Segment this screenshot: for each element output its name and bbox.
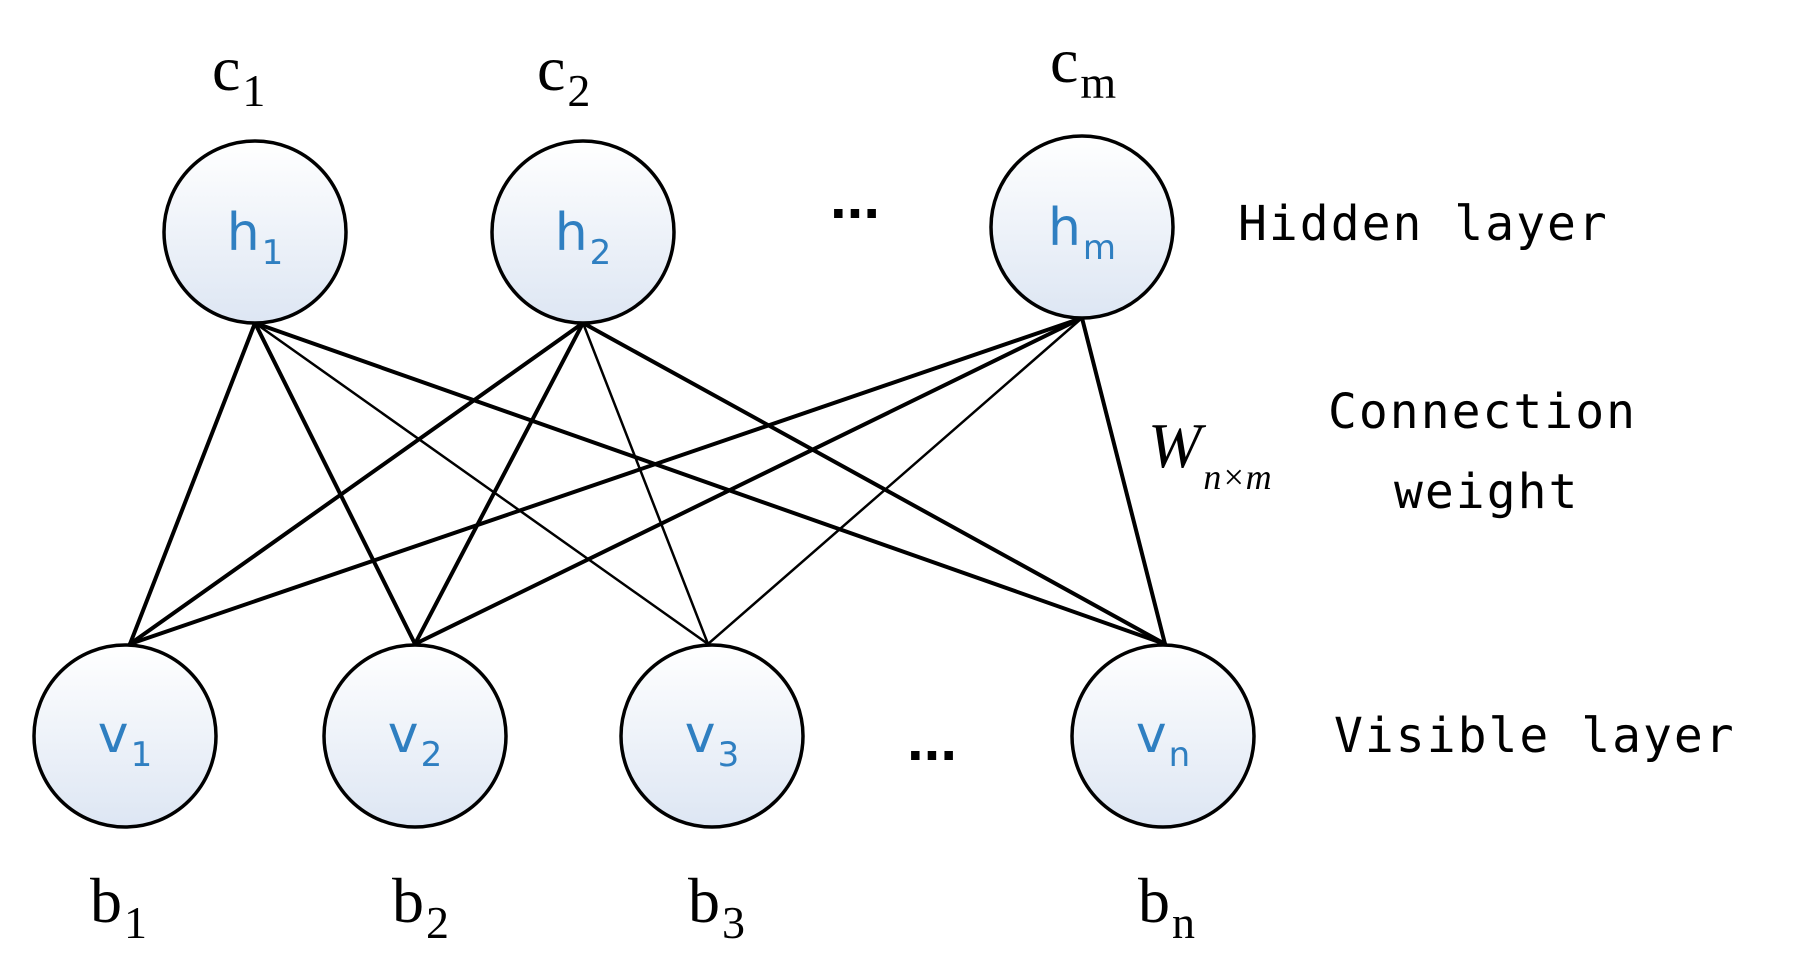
edge-h2-v2 xyxy=(413,321,585,646)
hidden-node-2: h2 xyxy=(490,139,676,325)
visible-bias-n-sub: n xyxy=(1172,897,1195,948)
visible-bias-2: b xyxy=(392,865,424,936)
visible-node-n-name: v xyxy=(1136,705,1167,765)
visible-layer-label: Visible layer xyxy=(1334,708,1736,764)
connection-label-line2: weight xyxy=(1394,464,1579,520)
hidden-node-2-sub: 2 xyxy=(590,233,612,273)
hidden-layer-label: Hidden layer xyxy=(1238,196,1609,252)
edge-h1-v2 xyxy=(253,321,417,646)
svg-text:h2: h2 xyxy=(555,203,612,273)
edge-hm-v1 xyxy=(128,316,1084,646)
visible-bias-3: b xyxy=(688,865,720,936)
visible-node-3-name: v xyxy=(685,705,716,765)
visible-node-n: vn xyxy=(1070,643,1256,829)
hidden-layer: h1 h2 hm ... xyxy=(162,134,1175,325)
visible-node-1-name: v xyxy=(98,705,129,765)
visible-bias-n: b xyxy=(1138,865,1170,936)
visible-node-1-sub: 1 xyxy=(131,735,153,775)
svg-text:v2: v2 xyxy=(388,705,442,775)
hidden-bias-m: c xyxy=(1050,25,1078,96)
visible-biases: b1 b2 b3 bn xyxy=(90,865,1195,948)
visible-node-n-sub: n xyxy=(1169,735,1191,775)
edge-h2-v3 xyxy=(581,321,710,646)
svg-text:c2: c2 xyxy=(537,33,590,116)
visible-node-1: v1 xyxy=(32,643,218,829)
edge-h2-v1 xyxy=(128,321,585,646)
edge-hm-vn xyxy=(1080,316,1167,646)
connection-label-line1: Connection xyxy=(1328,384,1637,440)
weight-symbol: Wn×m xyxy=(1148,410,1272,497)
svg-text:vn: vn xyxy=(1136,705,1190,775)
svg-text:v3: v3 xyxy=(685,705,739,775)
svg-text:h1: h1 xyxy=(227,203,284,273)
hidden-node-1-sub: 1 xyxy=(262,233,284,273)
visible-bias-3-sub: 3 xyxy=(722,897,745,948)
hidden-bias-1-sub: 1 xyxy=(242,65,265,116)
hidden-node-2-name: h xyxy=(555,203,588,263)
svg-text:hm: hm xyxy=(1048,198,1116,268)
svg-text:c1: c1 xyxy=(212,33,265,116)
hidden-bias-2: c xyxy=(537,33,565,104)
svg-text:b1: b1 xyxy=(90,865,147,948)
svg-text:b2: b2 xyxy=(392,865,449,948)
svg-text:v1: v1 xyxy=(98,705,152,775)
hidden-node-1: h1 xyxy=(162,139,348,325)
weight-symbol-subscript: n×m xyxy=(1203,457,1271,497)
edge-h1-v1 xyxy=(128,321,257,646)
visible-node-3-sub: 3 xyxy=(718,735,740,775)
svg-text:b3: b3 xyxy=(688,865,745,948)
visible-layer: v1 v2 v3 vn ... xyxy=(32,643,1256,829)
hidden-node-m: hm xyxy=(989,134,1175,320)
hidden-node-1-name: h xyxy=(227,203,260,263)
visible-node-2-sub: 2 xyxy=(421,735,443,775)
svg-text:cm: cm xyxy=(1050,25,1116,108)
visible-node-2-name: v xyxy=(388,705,419,765)
edge-h1-vn xyxy=(253,321,1167,646)
edge-h1-v3 xyxy=(253,321,710,646)
hidden-node-m-name: h xyxy=(1048,198,1081,258)
edge-h2-vn xyxy=(581,321,1167,646)
visible-node-2: v2 xyxy=(322,643,508,829)
visible-bias-1-sub: 1 xyxy=(124,897,147,948)
hidden-bias-1: c xyxy=(212,33,240,104)
edge-hm-v2 xyxy=(413,316,1084,646)
visible-bias-1: b xyxy=(90,865,122,936)
hidden-node-m-sub: m xyxy=(1083,228,1116,268)
hidden-bias-2-sub: 2 xyxy=(567,65,590,116)
hidden-biases: c1 c2 cm xyxy=(212,25,1116,116)
edge-hm-v3 xyxy=(706,316,1084,646)
visible-bias-2-sub: 2 xyxy=(426,897,449,948)
weight-symbol-main: W xyxy=(1148,410,1207,481)
hidden-ellipsis: ... xyxy=(830,164,880,231)
svg-text:Wn×m: Wn×m xyxy=(1148,410,1272,497)
connection-edges xyxy=(128,316,1167,646)
hidden-bias-m-sub: m xyxy=(1080,57,1116,108)
visible-node-3: v3 xyxy=(619,643,805,829)
visible-ellipsis: ... xyxy=(907,706,957,773)
svg-text:bn: bn xyxy=(1138,865,1195,948)
